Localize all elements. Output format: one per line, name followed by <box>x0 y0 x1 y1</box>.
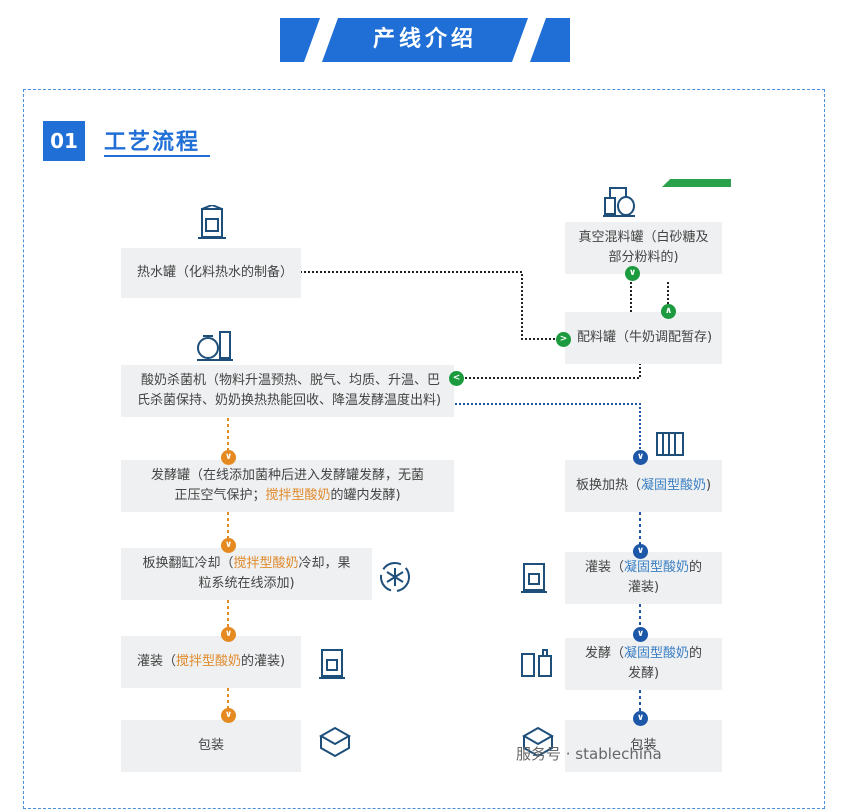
corner-accent <box>662 179 731 187</box>
cooling-snowflake-icon <box>380 562 410 592</box>
box-vacuum-line1: 真空混料罐（白砂糖及 <box>578 230 709 245</box>
box-fill-left-label: 灌装（搅拌型酸奶的灌装) <box>137 654 286 669</box>
box-batching-label: 配料罐（牛奶调配暂存) <box>577 330 713 345</box>
filling-machine-icon <box>521 563 547 593</box>
tank-icon <box>198 205 226 239</box>
chevron-down-icon: ∨ <box>221 450 236 465</box>
filling-machine-icon <box>319 649 345 679</box>
chevron-left-icon: < <box>449 371 464 386</box>
chevron-down-icon: ∨ <box>221 708 236 723</box>
line-batching-sterilizer <box>463 363 641 379</box>
box-sterilizer-line1: 酸奶杀菌机（物料升温预热、脱气、均质、升温、巴 <box>141 373 441 388</box>
box-plate-cooling: 板换翻缸冷却（搅拌型酸奶冷却，果 粒系统在线添加) <box>121 548 372 600</box>
box-plate-heating: 板换加热（凝固型酸奶) <box>565 460 722 512</box>
mixer-tank-icon <box>603 187 635 217</box>
box-fill-right-line2: 灌装) <box>627 580 660 595</box>
box-vacuum-mixer: 真空混料罐（白砂糖及 部分粉料的) <box>565 222 722 274</box>
chevron-up-icon: ∧ <box>661 304 676 319</box>
box-ferm-right-line2: 发酵) <box>627 666 660 681</box>
chevron-down-icon: ∨ <box>221 627 236 642</box>
fermentation-bottle-icon <box>521 649 552 677</box>
chevron-down-icon: ∨ <box>633 711 648 726</box>
box-plate-heat-label: 板换加热（凝固型酸奶) <box>575 478 712 493</box>
section-number-badge: 01 <box>43 121 85 161</box>
box-filling-set: 灌装（凝固型酸奶的 灌装) <box>565 552 722 604</box>
section-banner: 产线介绍 <box>280 18 570 62</box>
section-title: 工艺流程 <box>104 130 201 155</box>
box-hot-water-label: 热水罐（化料热水的制备） <box>137 265 294 280</box>
line-sterilizer-plateheat <box>455 403 641 450</box>
box-sterilizer-line2: 氏杀菌保持、奶奶换热热能回收、降温发酵温度出料) <box>137 393 442 408</box>
chevron-down-icon: ∨ <box>221 538 236 553</box>
chevron-down-icon: ∨ <box>633 450 648 465</box>
box-plate-cool-line1: 板换翻缸冷却（搅拌型酸奶冷却，果 <box>142 556 351 571</box>
line-hotwater-batching <box>300 271 556 340</box>
box-plate-cool-line2: 粒系统在线添加) <box>198 576 295 591</box>
banner-title: 产线介绍 <box>372 27 477 52</box>
watermark: 服务号 · stablechina <box>516 745 662 763</box>
box-fill-right-line1: 灌装（凝固型酸奶的 <box>584 560 703 575</box>
chevron-down-icon: ∨ <box>633 627 648 642</box>
plate-heat-exchanger-icon <box>656 432 684 456</box>
box-ferm-right-line1: 发酵（凝固型酸奶的 <box>584 646 703 661</box>
box-sterilizer: 酸奶杀菌机（物料升温预热、脱气、均质、升温、巴 氏杀菌保持、奶奶换热热能回收、降… <box>121 365 454 417</box>
box-pack-left-label: 包装 <box>197 738 224 753</box>
box-filling-stirred: 灌装（搅拌型酸奶的灌装) <box>121 636 301 688</box>
chevron-right-icon: > <box>556 332 571 347</box>
box-fermentation-set: 发酵（凝固型酸奶的 发酵) <box>565 638 722 690</box>
sterilizer-icon <box>197 331 233 361</box>
box-batching-tank: 配料罐（牛奶调配暂存) <box>565 312 722 364</box>
chevron-down-icon: ∨ <box>625 266 640 281</box>
package-box-icon <box>318 726 352 758</box>
chevron-down-icon: ∨ <box>633 544 648 559</box>
box-hot-water-tank: 热水罐（化料热水的制备） <box>121 248 301 298</box>
box-pack-right-label: 包装 <box>630 738 657 753</box>
box-ferment-line1: 发酵罐（在线添加菌种后进入发酵罐发酵，无菌 <box>150 468 424 483</box>
box-packaging-left: 包装 <box>121 720 301 772</box>
box-packaging-right: 包装 <box>565 720 722 772</box>
section-title-underline <box>104 155 210 157</box>
box-fermentation-tank: 发酵罐（在线添加菌种后进入发酵罐发酵，无菌 正压空气保护；搅拌型酸奶的罐内发酵) <box>121 460 454 512</box>
box-ferment-line2: 正压空气保护；搅拌型酸奶的罐内发酵) <box>174 488 401 503</box>
box-vacuum-line2: 部分粉料的) <box>608 250 679 265</box>
package-box-icon <box>521 726 555 758</box>
